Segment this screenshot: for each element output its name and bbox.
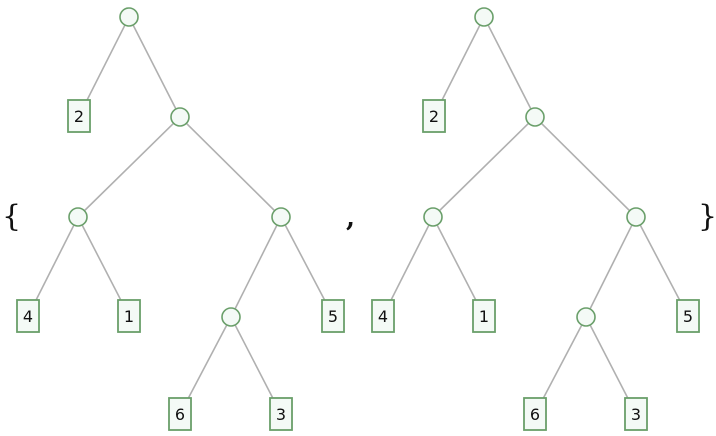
leaf-box bbox=[168, 397, 192, 431]
leaf-box bbox=[523, 397, 547, 431]
tree-edge bbox=[432, 116, 536, 218]
leaf-box bbox=[269, 397, 293, 431]
leaf-label: 2 bbox=[74, 107, 84, 126]
tree-2: 2 4 1 5 6 3 bbox=[371, 7, 700, 431]
leaf-node: 2 bbox=[422, 99, 446, 133]
leaf-label: 5 bbox=[328, 307, 338, 326]
leaf-node: 1 bbox=[472, 299, 496, 333]
leaf-label: 6 bbox=[175, 405, 185, 424]
leaf-label: 1 bbox=[124, 307, 134, 326]
leaf-box bbox=[67, 99, 91, 133]
open-brace: { bbox=[2, 199, 21, 234]
leaf-label: 2 bbox=[429, 107, 439, 126]
tree-edge bbox=[179, 116, 282, 218]
leaf-node: 3 bbox=[269, 397, 293, 431]
leaf-node: 6 bbox=[523, 397, 547, 431]
leaf-label: 3 bbox=[276, 405, 286, 424]
leaf-box bbox=[16, 299, 40, 333]
leaf-box bbox=[422, 99, 446, 133]
leaf-box bbox=[321, 299, 345, 333]
leaf-node: 6 bbox=[168, 397, 192, 431]
inner-node bbox=[626, 207, 646, 227]
leaf-node: 5 bbox=[321, 299, 345, 333]
inner-node bbox=[474, 7, 494, 27]
leaf-label: 1 bbox=[479, 307, 489, 326]
inner-node bbox=[68, 207, 88, 227]
tree-edge bbox=[230, 216, 282, 318]
leaf-box bbox=[371, 299, 395, 333]
tree-edge bbox=[77, 116, 181, 218]
inner-node bbox=[170, 107, 190, 127]
leaf-node: 3 bbox=[624, 397, 648, 431]
inner-node bbox=[423, 207, 443, 227]
leaf-node: 4 bbox=[16, 299, 40, 333]
inner-node bbox=[525, 107, 545, 127]
leaf-node: 2 bbox=[67, 99, 91, 133]
leaf-node: 1 bbox=[117, 299, 141, 333]
tree-edge bbox=[534, 116, 637, 218]
leaf-label: 4 bbox=[23, 307, 33, 326]
leaf-label: 3 bbox=[631, 405, 641, 424]
close-brace: } bbox=[698, 199, 716, 234]
list-separator: , bbox=[346, 203, 355, 233]
inner-node bbox=[221, 307, 241, 327]
inner-node bbox=[576, 307, 596, 327]
inner-node bbox=[271, 207, 291, 227]
tree-1: 2 4 1 5 6 3 bbox=[16, 7, 345, 431]
leaf-box bbox=[624, 397, 648, 431]
inner-node bbox=[119, 7, 139, 27]
leaf-label: 4 bbox=[378, 307, 388, 326]
leaf-box bbox=[472, 299, 496, 333]
leaf-label: 5 bbox=[683, 307, 693, 326]
tree-edge bbox=[128, 16, 181, 118]
leaf-node: 5 bbox=[676, 299, 700, 333]
leaf-box bbox=[117, 299, 141, 333]
tree-edge bbox=[585, 216, 637, 318]
leaf-label: 6 bbox=[530, 405, 540, 424]
leaf-node: 4 bbox=[371, 299, 395, 333]
leaf-box bbox=[676, 299, 700, 333]
tree-edge bbox=[483, 16, 536, 118]
